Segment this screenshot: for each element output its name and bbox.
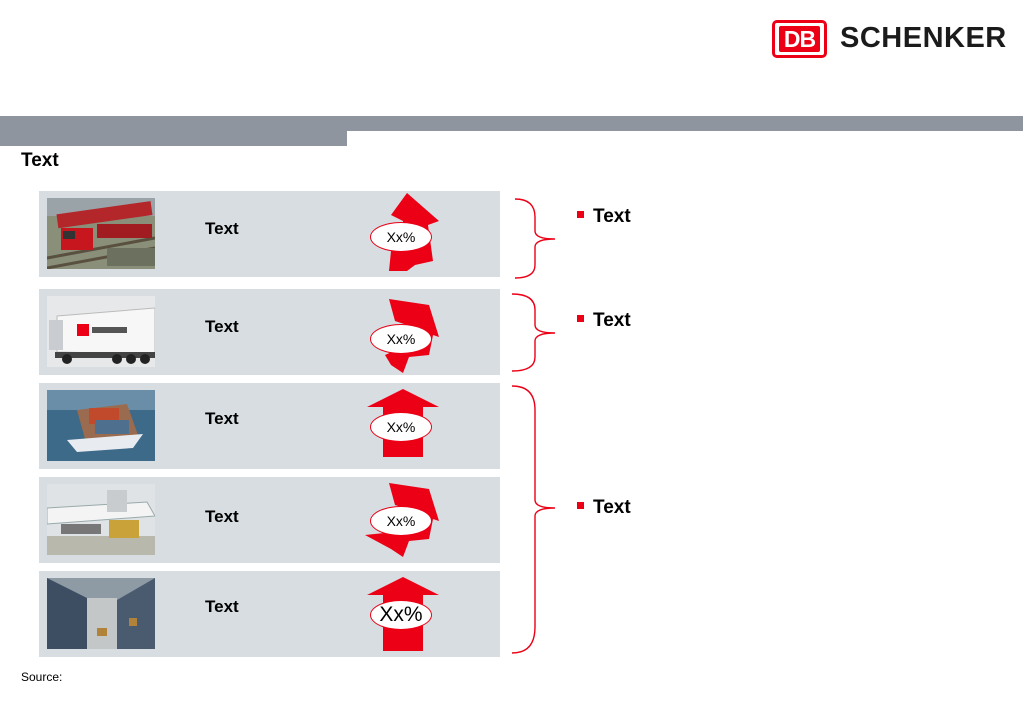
trend-indicator-up-down: Xx% bbox=[361, 295, 445, 379]
grouping-brackets bbox=[511, 198, 556, 654]
bullet-text: Text bbox=[593, 310, 631, 331]
container-ship-image bbox=[47, 390, 155, 461]
row-label: Text bbox=[205, 507, 239, 526]
segment-row-air: Text Xx% bbox=[39, 477, 500, 563]
row-label: Text bbox=[205, 317, 239, 336]
row-label: Text bbox=[205, 219, 239, 238]
percent-badge: Xx% bbox=[370, 506, 432, 536]
row-label: Text bbox=[205, 597, 239, 616]
percent-badge: Xx% bbox=[370, 600, 432, 630]
segment-row-ocean: Text Xx% bbox=[39, 383, 500, 469]
rail-freight-train-image bbox=[47, 198, 155, 269]
bullet-text: Text bbox=[593, 206, 631, 227]
red-bullet-icon bbox=[577, 502, 584, 510]
segment-row-logistics: Text Xx% bbox=[39, 571, 500, 657]
row-label: Text bbox=[205, 409, 239, 428]
trend-indicator-up-down: Xx% bbox=[361, 191, 445, 275]
bullet-text: Text bbox=[593, 497, 631, 518]
trend-indicator-up: Xx% bbox=[361, 573, 445, 657]
bullet-item: Text bbox=[577, 310, 631, 332]
red-bullet-icon bbox=[577, 211, 584, 219]
schenker-logo-text: SCHENKER bbox=[840, 22, 1007, 54]
header-bar-right bbox=[347, 116, 1023, 131]
db-schenker-truck-image bbox=[47, 296, 155, 367]
percent-badge: Xx% bbox=[370, 324, 432, 354]
percent-badge: Xx% bbox=[370, 412, 432, 442]
bullet-item: Text bbox=[577, 206, 631, 228]
trend-indicator-up-down: Xx% bbox=[361, 481, 445, 565]
db-logo: DB bbox=[772, 20, 827, 58]
air-cargo-plane-image bbox=[47, 484, 155, 555]
source-note: Source: bbox=[21, 670, 63, 684]
trend-indicator-up: Xx% bbox=[361, 385, 445, 469]
red-trend-arrow-icon bbox=[365, 483, 439, 557]
segment-row-road: Text Xx% bbox=[39, 289, 500, 375]
percent-badge: Xx% bbox=[370, 222, 432, 252]
header-bar-left bbox=[0, 116, 347, 146]
red-bullet-icon bbox=[577, 315, 584, 323]
segment-row-rail: Text Xx% bbox=[39, 191, 500, 277]
warehouse-image bbox=[47, 578, 155, 649]
page-title: Text bbox=[21, 150, 59, 171]
db-logo-text: DB bbox=[779, 26, 820, 52]
bullet-item: Text bbox=[577, 497, 631, 519]
